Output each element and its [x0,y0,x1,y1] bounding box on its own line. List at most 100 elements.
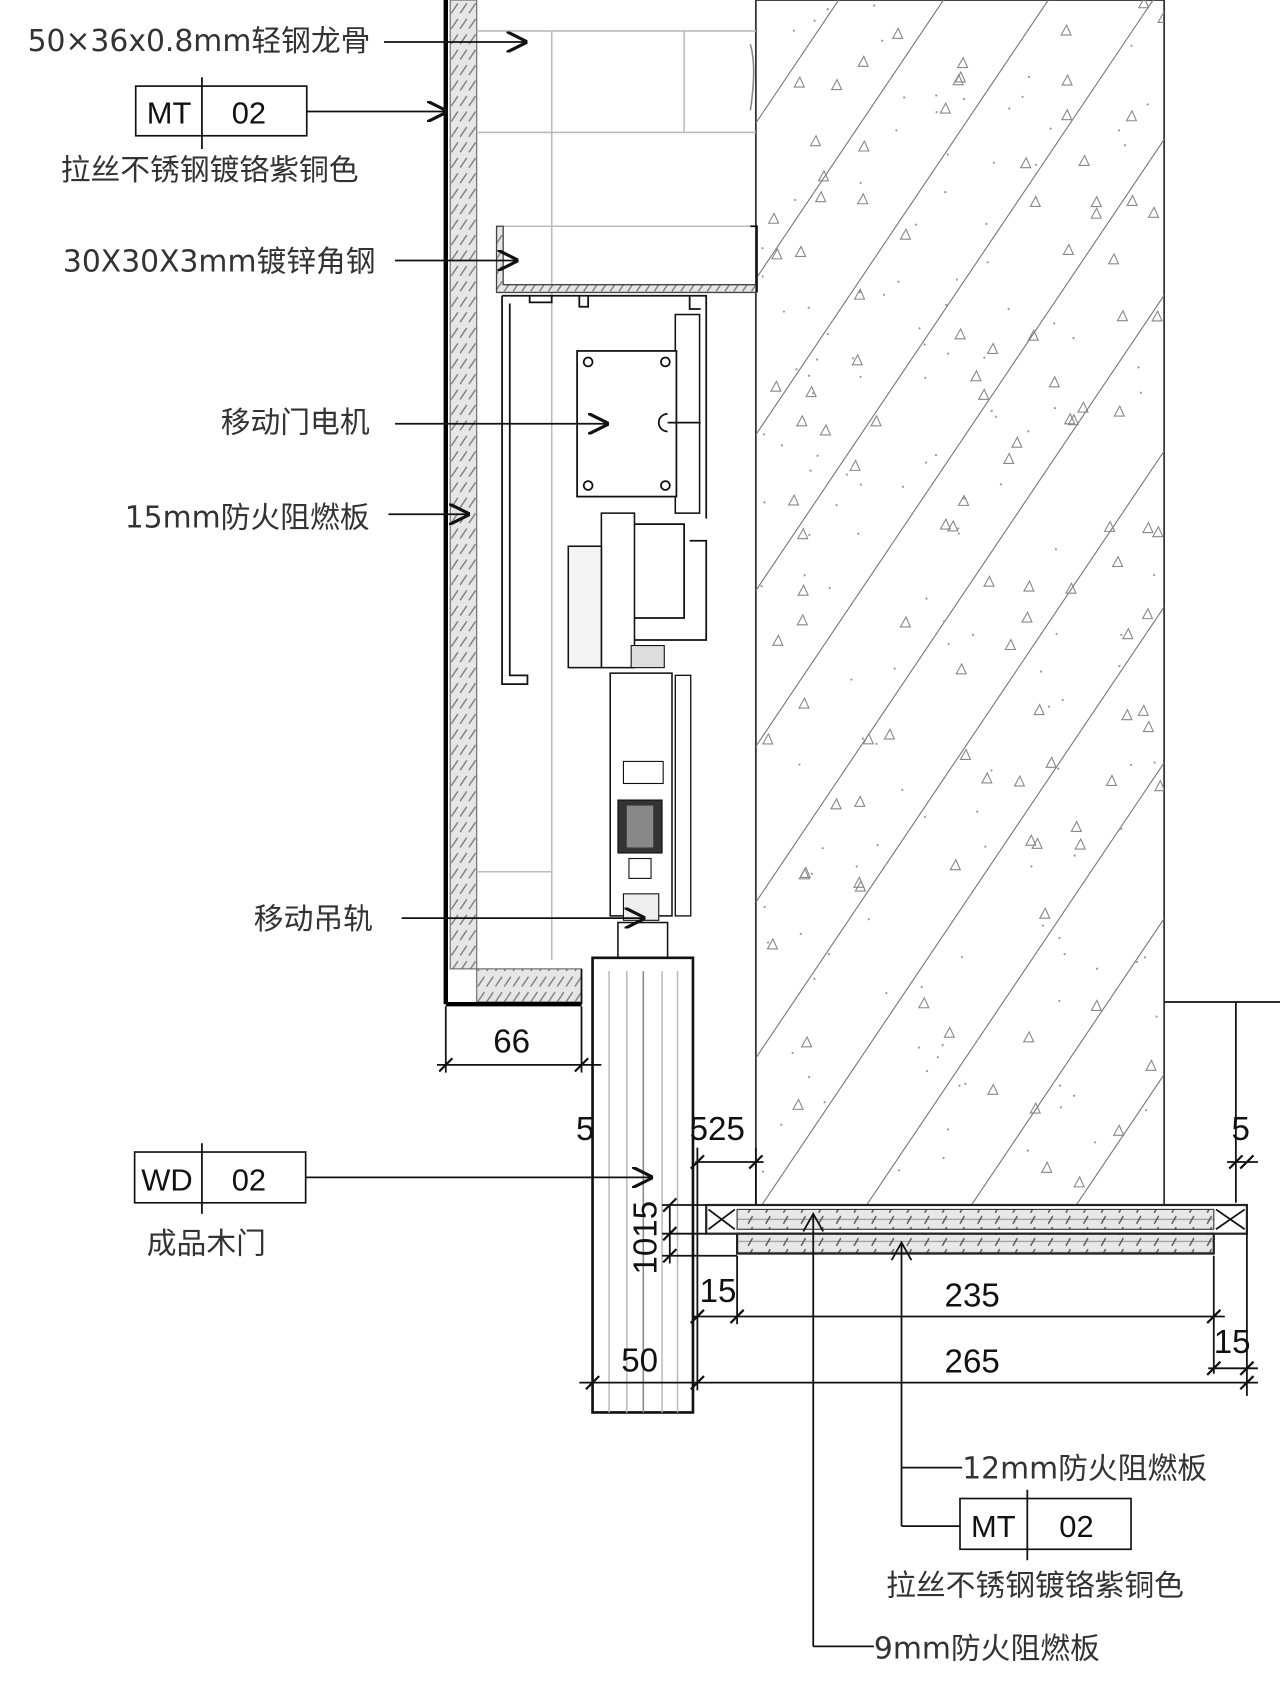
aggregate-mark [1073,1175,1085,1188]
aggregate-mark [885,992,888,995]
aggregate-mark [895,129,898,132]
callout-fire-board-12: 12mm防火阻燃板 [890,1240,1207,1487]
aggregate-mark [830,797,842,810]
aggregate-mark [963,97,966,101]
aggregate-mark [811,392,815,395]
aggregate-mark [994,415,997,418]
aggregate-mark [1029,1101,1042,1114]
aggregate-mark [935,94,938,97]
material-tag-mt02-bottom: MT 02 拉丝不锈钢镀铬紫铜色 [886,1467,1184,1604]
tag-number: 02 [1059,1509,1093,1544]
aggregate-mark [763,905,766,908]
aggregate-mark [1030,865,1033,868]
aggregate-mark [949,858,962,871]
aggregate-mark [1139,391,1142,394]
aggregate-mark [1137,704,1150,716]
aggregate-mark [780,1123,783,1126]
aggregate-mark [901,788,904,791]
aggregate-mark [1022,579,1035,592]
aggregate-mark [971,633,975,636]
hatch-line [755,0,1154,592]
callout-fire-board-15: 15mm防火阻燃板 [125,500,471,535]
aggregate-mark [954,327,966,340]
aggregate-mark [815,358,819,361]
ceiling-panel [443,0,583,1007]
aggregate-mark [976,810,979,813]
aggregate-mark [1047,705,1051,708]
aggregate-mark [1065,581,1077,594]
aggregate-mark [986,1083,999,1095]
callout-fire-board-15-label: 15mm防火阻燃板 [125,500,370,535]
aggregate-mark [1010,436,1023,448]
aggregate-mark [1137,0,1150,9]
aggregate-mark [1039,670,1043,673]
aggregate-mark [782,310,786,313]
dimension-tick [689,1154,705,1170]
aggregate-mark [761,247,764,250]
hatch-line [755,450,1165,1059]
aggregate-mark [867,918,870,921]
aggregate-mark [1090,195,1103,208]
aggregate-mark [1120,633,1123,637]
aggregate-mark [835,504,838,507]
aggregate-mark [1053,406,1056,410]
hatch-line [755,294,1165,904]
dim-plate-offset-left: 15 [700,1273,737,1310]
aggregate-mark [1021,95,1024,98]
aggregate-mark [1146,103,1149,106]
aggregate-mark [955,662,967,675]
hatch-line [1175,0,1280,1214]
aggregate-mark [1137,366,1140,369]
aggregate-mark [1124,144,1127,147]
aggregate-mark [897,280,900,283]
aggregate-mark [799,932,802,936]
aggregate-mark [845,473,848,476]
aggregate-mark [1107,252,1120,265]
callout-fire-board-12-label: 12mm防火阻燃板 [962,1452,1207,1487]
aggregate-mark [1027,329,1040,341]
aggregate-mark [1041,924,1044,927]
aggregate-mark [795,414,808,427]
aggregate-mark [1059,1106,1062,1109]
aggregate-mark [1057,767,1060,770]
callout-motor: 移动门电机 [221,406,610,441]
material-tag-mt02-top: MT 02 拉丝不锈钢镀铬紫铜色 [61,77,448,188]
aggregate-mark [861,737,864,740]
dimension-tick [1206,1360,1222,1376]
aggregate-mark [1147,206,1160,218]
aggregate-mark [1141,607,1154,620]
aggregate-mark [870,414,882,427]
aggregate-mark [1072,337,1075,340]
aggregate-mark [1111,555,1124,568]
aggregate-mark [1144,1109,1148,1112]
aggregate-mark [1095,967,1099,970]
aggregate-mark [1090,999,1103,1012]
aggregate-mark [1024,833,1037,846]
dimension-tick [689,1375,705,1391]
aggregate-mark [1117,129,1121,132]
aggregate-mark [1129,763,1133,767]
aggregate-mark [1027,430,1030,433]
aggregate-mark [957,532,960,535]
aggregate-mark [1125,109,1138,122]
tag-description: 拉丝不锈钢镀铬紫铜色 [886,1569,1184,1604]
aggregate-mark [805,385,817,398]
aggregate-mark [943,1026,956,1038]
aggregate-mark [849,459,861,471]
light-steel-frame [476,30,756,961]
aggregate-mark [1077,400,1089,413]
aggregate-mark [983,356,986,359]
aggregate-mark [1007,307,1010,310]
aggregate-mark [959,748,972,761]
aggregate-mark [1073,1094,1076,1097]
aggregate-mark [853,287,866,300]
aggregate-mark [1062,243,1075,255]
aggregate-mark [917,996,930,1009]
aggregate-mark [1121,708,1133,721]
aggregate-mark [990,409,993,412]
aggregate-mark [1126,194,1138,206]
aggregate-mark [799,866,812,879]
dimension-tick [1239,1154,1255,1170]
aggregate-mark [816,454,819,457]
aggregate-mark [1121,627,1134,640]
